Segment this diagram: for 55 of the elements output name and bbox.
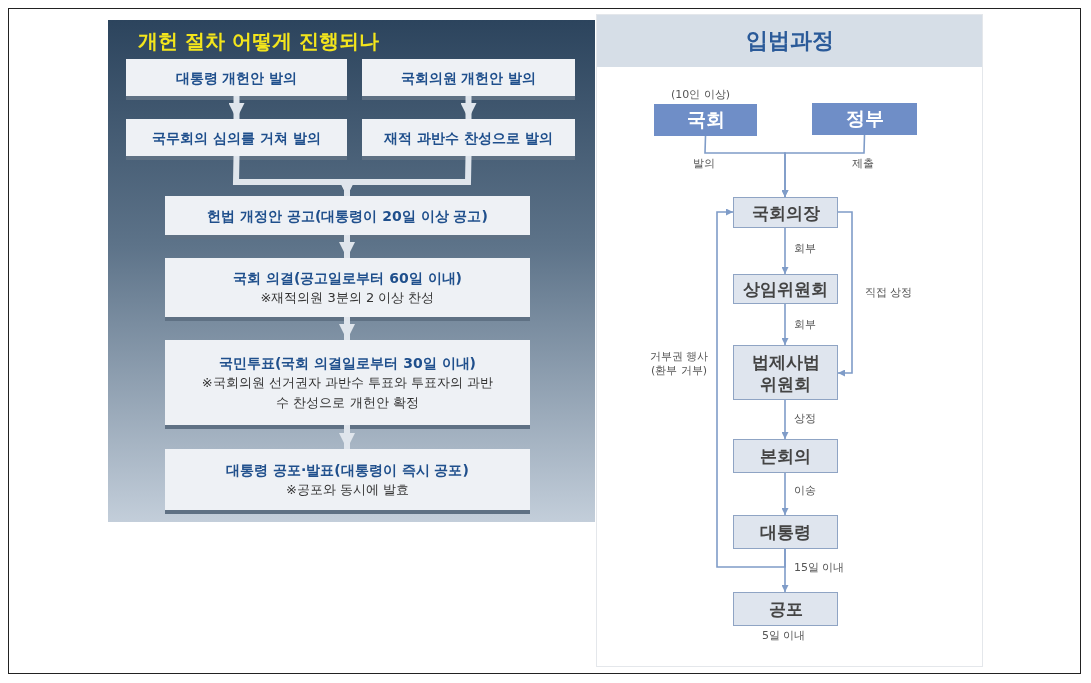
edge-label: 이송 bbox=[793, 484, 817, 498]
step-title: 대통령 개헌안 발의 bbox=[175, 68, 298, 88]
arrow bbox=[339, 155, 472, 196]
arrow bbox=[716, 208, 786, 568]
arrow bbox=[228, 96, 245, 119]
process-box bbox=[733, 345, 838, 400]
arrow bbox=[339, 235, 355, 258]
step-label: 공포 bbox=[768, 598, 803, 620]
edge-label: 직접 상정 bbox=[864, 286, 914, 300]
process-box bbox=[654, 104, 757, 136]
arrow bbox=[339, 317, 355, 340]
step-title: 대통령 공포·발표(대통령이 즉시 공포) bbox=[226, 460, 469, 480]
step-label: 정부 bbox=[845, 106, 884, 131]
step-title: 국민투표(국회 의결일로부터 30일 이내) bbox=[219, 353, 476, 373]
process-box bbox=[812, 103, 917, 135]
arrow bbox=[781, 472, 789, 516]
node-note: 5일 이내 bbox=[762, 629, 806, 643]
step-label: 상임위원회 bbox=[743, 278, 828, 300]
edge-label: 회부 bbox=[793, 318, 817, 332]
arrow bbox=[781, 303, 789, 346]
edge-label: 제출 bbox=[851, 157, 875, 171]
step-note: ※공포와 동시에 발효 bbox=[285, 480, 410, 499]
step-label: 법제사법 위원회 bbox=[750, 350, 821, 395]
step-title: 재적 과반수 찬성으로 발의 bbox=[384, 128, 553, 148]
flowchart-panel bbox=[108, 20, 595, 522]
process-box bbox=[733, 592, 838, 626]
process-box bbox=[733, 439, 838, 473]
panel-title: 입법과정 bbox=[597, 15, 982, 67]
arrow bbox=[837, 211, 853, 377]
arrow bbox=[460, 96, 477, 119]
edge-label: 발의 bbox=[692, 157, 716, 171]
node-note: (10인 이상) bbox=[671, 88, 731, 102]
step-title: 헌법 개정안 공고(대통령이 20일 이상 공고) bbox=[207, 206, 488, 226]
edge-label: 상정 bbox=[793, 412, 817, 426]
edge-label: 15일 이내 bbox=[793, 561, 846, 575]
step-label: 국회의장 bbox=[751, 201, 820, 224]
edge-label: 회부 bbox=[793, 242, 817, 256]
process-box bbox=[733, 197, 838, 228]
step-title: 국회 의결(공고일로부터 60일 이내) bbox=[233, 268, 462, 288]
step-title: 국무회의 심의를 거쳐 발의 bbox=[152, 128, 321, 148]
arrow bbox=[781, 134, 866, 198]
step-note: ※재적의원 3분의 2 이상 찬성 bbox=[260, 288, 435, 307]
process-box bbox=[733, 515, 838, 549]
step-label: 본회의 bbox=[760, 445, 811, 467]
step-note: ※국회의원 선거권자 과반수 투표와 투표자의 과반수 찬성으로 개헌안 확정 bbox=[200, 373, 495, 412]
step-title: 국회의원 개헌안 발의 bbox=[400, 68, 537, 88]
arrow bbox=[339, 425, 355, 449]
step-label: 국회 bbox=[686, 107, 725, 132]
process-box bbox=[733, 274, 838, 304]
flowchart-panel bbox=[596, 14, 983, 667]
panel-title: 개헌 절차 어떻게 진행되나 bbox=[138, 28, 379, 54]
arrow bbox=[781, 227, 789, 275]
edge-label: 거부권 행사 (환부 거부) bbox=[648, 350, 710, 378]
arrow bbox=[781, 399, 789, 440]
step-label: 대통령 bbox=[760, 521, 811, 543]
